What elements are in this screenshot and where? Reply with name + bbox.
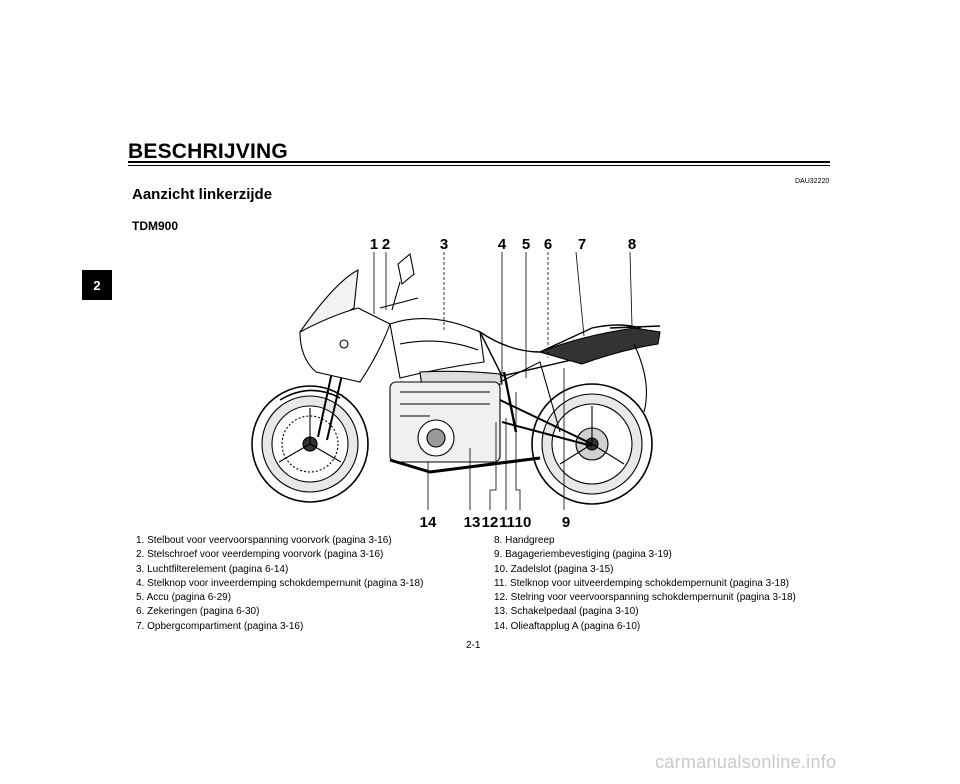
- legend-item: 9. Bagageriembevestiging (pagina 3-19): [494, 549, 672, 561]
- page-title: BESCHRIJVING: [128, 140, 288, 163]
- legend-item: 11. Stelknop voor uitveerdemping schokde…: [494, 577, 789, 589]
- leader-7: [575, 251, 585, 337]
- legend-item: 7. Opbergcompartiment (pagina 3-16): [136, 620, 304, 632]
- callout-8: 8: [627, 236, 637, 253]
- model-name: TDM900: [132, 219, 179, 233]
- callout-2: 2: [381, 236, 391, 253]
- chapter-tab: 2: [82, 270, 112, 300]
- legend-item: 12. Stelring voor veervoorspanning schok…: [494, 592, 796, 604]
- callout-6: 6: [543, 236, 553, 253]
- callout-13: 13: [463, 514, 481, 531]
- leader-12: [489, 422, 497, 510]
- motorcycle-illustration: [251, 251, 661, 510]
- callout-7: 7: [577, 236, 587, 253]
- callout-10: 10: [514, 514, 532, 531]
- page-number: 2-1: [466, 640, 481, 651]
- callout-1: 1: [369, 236, 379, 253]
- legend-item: 1. Stelbout voor veervoorspanning voorvo…: [136, 535, 392, 546]
- leader-10: [515, 392, 521, 510]
- callout-5: 5: [521, 236, 531, 253]
- legend-right: 8. Handgreep 9. Bagageriembevestiging (p…: [494, 534, 796, 634]
- callout-4: 4: [497, 236, 507, 253]
- legend-left: 1. Stelbout voor veervoorspanning voorvo…: [136, 534, 423, 634]
- title-rule: [128, 161, 830, 163]
- legend-item: 13. Schakelpedaal (pagina 3-10): [494, 606, 639, 618]
- legend-item: 4. Stelknop voor inveerdemping schokdemp…: [136, 577, 424, 589]
- section-title: Aanzicht linkerzijde: [132, 186, 273, 203]
- legend-item: 6. Zekeringen (pagina 6-30): [136, 606, 260, 618]
- callout-9: 9: [561, 514, 571, 531]
- legend-item: 10. Zadelslot (pagina 3-15): [494, 563, 614, 575]
- legend-item: 3. Luchtfilterelement (pagina 6-14): [136, 563, 289, 575]
- title-rule-thin: [128, 165, 830, 166]
- legend-item: 8. Handgreep: [494, 535, 555, 546]
- callout-12: 12: [481, 514, 499, 531]
- watermark: carmanualsonline.info: [655, 752, 837, 772]
- legend-item: 2. Stelschroef voor veerdemping voorvork…: [136, 549, 384, 561]
- callout-3: 3: [439, 236, 449, 253]
- legend-item: 14. Olieaftapplug A (pagina 6-10): [494, 620, 641, 632]
- callout-11: 11: [499, 514, 515, 531]
- front-wheel: [251, 385, 369, 503]
- callout-14: 14: [419, 514, 437, 531]
- leader-8: [629, 251, 633, 327]
- document-code: DAU32220: [795, 178, 830, 185]
- legend-item: 5. Accu (pagina 6-29): [136, 592, 232, 604]
